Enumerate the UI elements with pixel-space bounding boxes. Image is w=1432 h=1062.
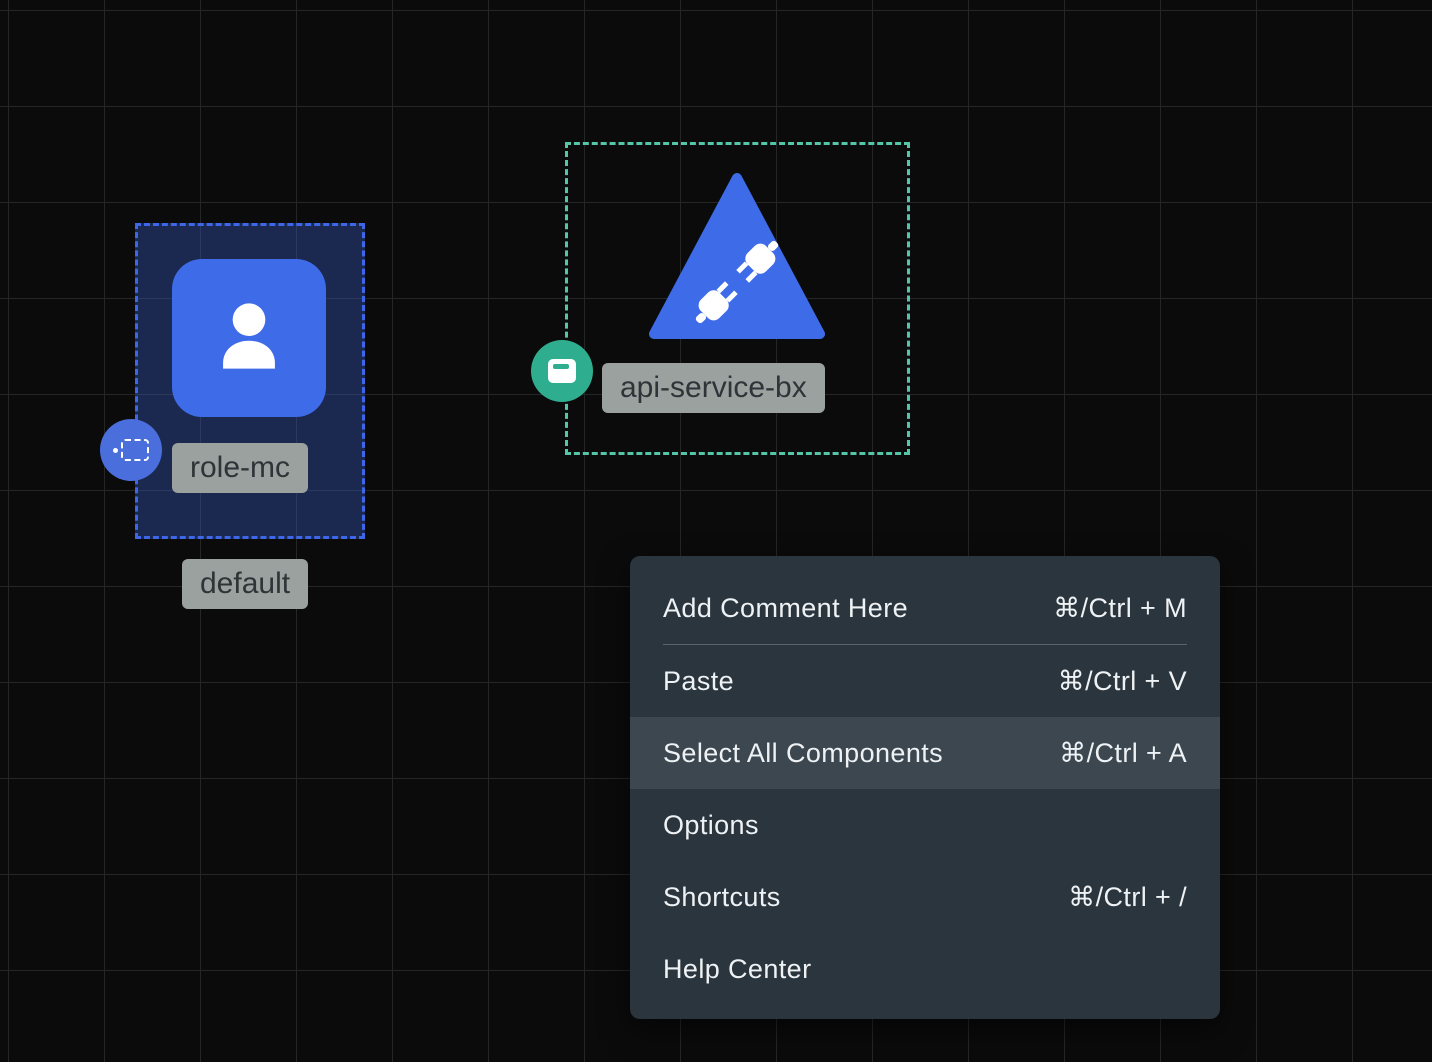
menu-item-help-center[interactable]: Help Center	[630, 933, 1220, 1005]
node-role[interactable]: role-mc	[135, 223, 365, 539]
menu-item-add-comment[interactable]: Add Comment Here ⌘/Ctrl + M	[630, 572, 1220, 644]
menu-item-label: Shortcuts	[663, 881, 781, 912]
menu-item-shortcut: ⌘/Ctrl + /	[1068, 881, 1187, 912]
context-menu: Add Comment Here ⌘/Ctrl + M Paste ⌘/Ctrl…	[630, 556, 1220, 1019]
menu-item-label: Paste	[663, 665, 735, 696]
menu-item-shortcut: ⌘/Ctrl + A	[1059, 737, 1187, 768]
menu-item-shortcut: ⌘/Ctrl + V	[1057, 665, 1187, 696]
menu-item-shortcut: ⌘/Ctrl + M	[1053, 592, 1187, 623]
plug-icon	[695, 240, 779, 324]
menu-item-label: Options	[663, 809, 759, 840]
menu-item-paste[interactable]: Paste ⌘/Ctrl + V	[630, 645, 1220, 717]
menu-item-label: Help Center	[663, 953, 812, 984]
menu-item-label: Add Comment Here	[663, 592, 908, 623]
role-node-label: role-mc	[172, 443, 309, 493]
role-node-sublabel: default	[182, 559, 309, 609]
user-icon	[201, 288, 297, 389]
marquee-selection-icon	[113, 439, 149, 461]
role-node-tile[interactable]	[172, 259, 326, 417]
role-selection-badge[interactable]	[100, 419, 162, 481]
menu-item-select-all-components[interactable]: Select All Components ⌘/Ctrl + A	[630, 717, 1220, 789]
node-api-service[interactable]	[565, 142, 910, 455]
api-node-label: api-service-bx	[602, 363, 825, 413]
card-icon	[548, 359, 576, 383]
menu-item-label: Select All Components	[663, 737, 944, 768]
api-selection-badge[interactable]	[531, 340, 593, 402]
menu-item-shortcuts[interactable]: Shortcuts ⌘/Ctrl + /	[630, 861, 1220, 933]
menu-divider	[663, 644, 1187, 645]
menu-item-options[interactable]: Options	[630, 789, 1220, 861]
api-node-shape[interactable]	[648, 172, 826, 340]
